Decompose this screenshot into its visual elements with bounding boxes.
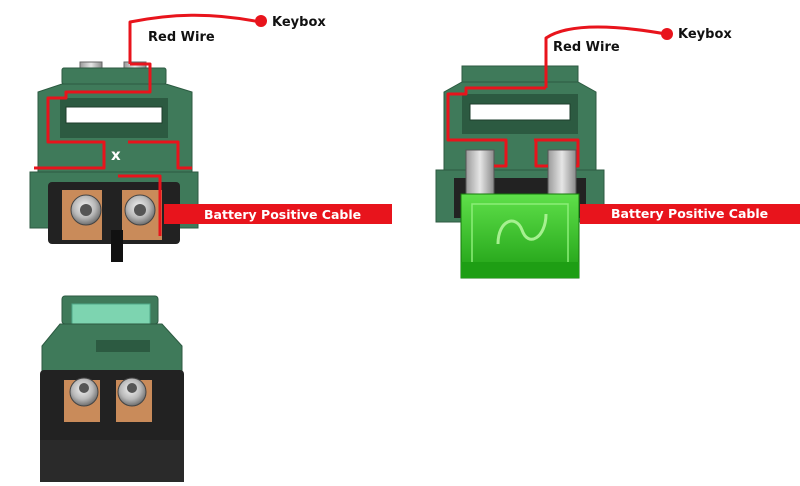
left-wire-end-dot [255, 15, 267, 27]
right-fuse-terminals [465, 149, 577, 197]
right-battery-cable-label: Battery Positive Cable [611, 206, 768, 221]
right-wire-end-dot [661, 28, 673, 40]
right-red-wire-lead [544, 25, 667, 88]
right-battery-cable-bar [580, 204, 800, 224]
right-red-wire-label: Red Wire [553, 40, 620, 55]
left-red-wire-label: Red Wire [148, 30, 215, 45]
left-battery-cable-bar [164, 204, 392, 224]
x-mark: x [111, 146, 121, 164]
right-keybox-label: Keybox [678, 27, 732, 42]
left-keybox-label: Keybox [272, 15, 326, 30]
left-battery-cable-label: Battery Positive Cable [204, 207, 361, 222]
left-solenoid [29, 61, 199, 262]
left-red-wire-lead [128, 13, 261, 64]
bottom-solenoid [40, 295, 184, 482]
left-red-wire [34, 13, 261, 236]
blade-fuse-icon [460, 193, 580, 279]
right-red-wire [446, 25, 667, 168]
